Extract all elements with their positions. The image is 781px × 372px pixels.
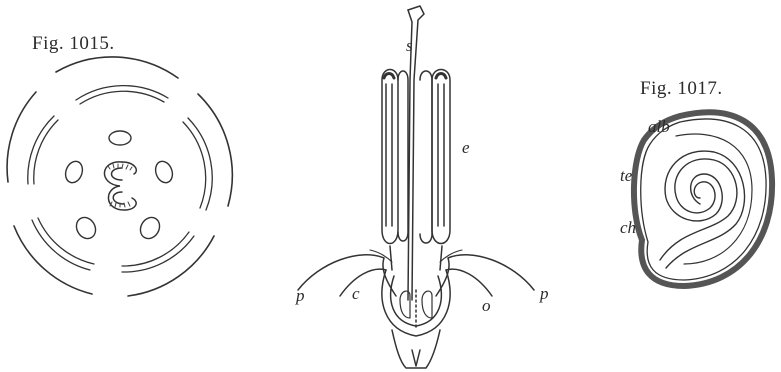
- label-s: s: [406, 36, 413, 56]
- anthers: [382, 70, 450, 244]
- label-alb: alb: [648, 117, 670, 137]
- fig-1015-floral-diagram: [0, 60, 240, 320]
- calyx-arcs: [7, 57, 232, 296]
- label-ch: ch: [620, 218, 636, 238]
- label-p-left: p: [296, 286, 305, 306]
- label-te: te: [620, 166, 632, 186]
- ovary-cross-section: [104, 162, 136, 210]
- fig-1017-seed-section: [620, 100, 781, 300]
- fig-1015-title: Fig. 1015.: [32, 33, 115, 55]
- label-o: o: [482, 296, 491, 316]
- label-e: e: [462, 138, 470, 158]
- perianth-lobes: [298, 250, 534, 296]
- corolla-arcs: [28, 86, 212, 272]
- ovary: [382, 270, 450, 336]
- fig-1017-title: Fig. 1017.: [640, 78, 723, 100]
- coiled-embryo: [660, 151, 745, 268]
- label-p-right: p: [540, 284, 549, 304]
- filaments: [390, 246, 442, 270]
- flower-longitudinal-section: [280, 0, 580, 372]
- label-c: c: [352, 284, 360, 304]
